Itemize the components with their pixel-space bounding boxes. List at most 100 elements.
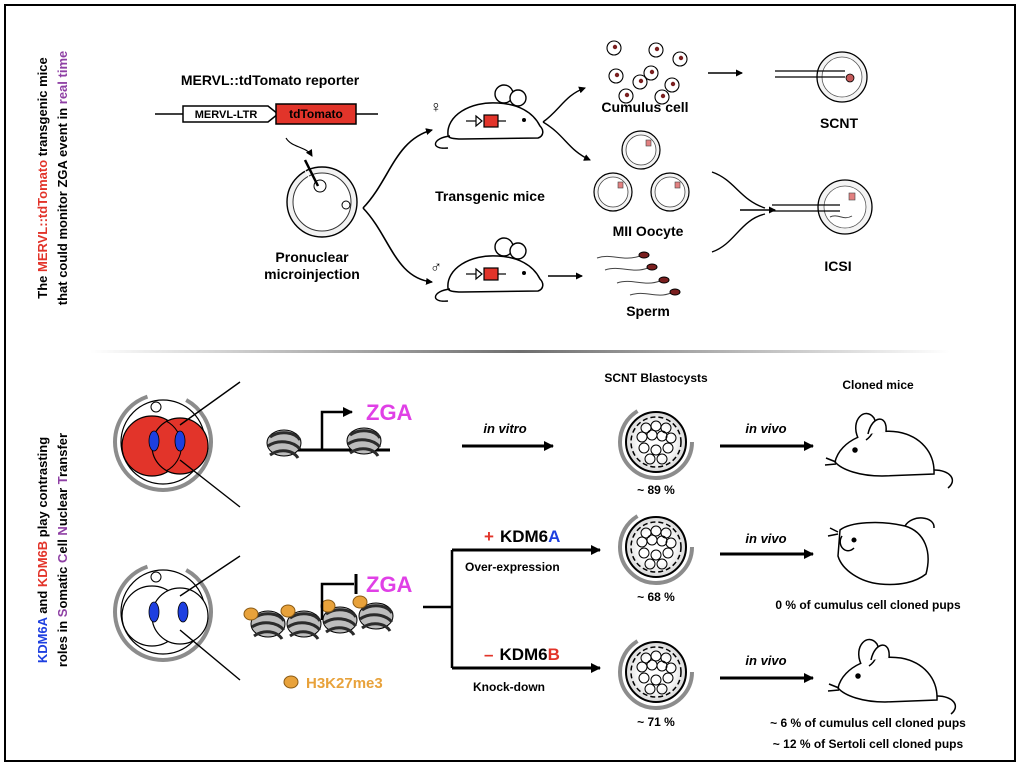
scnt-blastocysts-title: SCNT Blastocysts	[604, 371, 708, 385]
zoom-line	[179, 629, 241, 681]
blastocyst	[618, 634, 694, 710]
sperm-cells	[596, 251, 681, 296]
nucleosome	[346, 427, 382, 457]
female-transgenic-mouse	[434, 84, 544, 149]
cumulus-nuclei	[612, 44, 684, 99]
in-vivo-label-1: in vivo	[745, 421, 786, 436]
side-title-part: The	[35, 272, 50, 299]
two-cell-embryo-inactive	[113, 562, 213, 662]
side-title-part: and	[35, 587, 50, 617]
side-title-letter: C	[55, 553, 70, 563]
tdtomato-box	[275, 103, 357, 125]
repression-symbol	[320, 582, 354, 620]
arrow-to-oocyte	[542, 121, 591, 161]
pronuclear-label-2: microinjection	[264, 266, 360, 282]
ltr-label: MERVL-LTR	[195, 109, 258, 121]
side-title-part: ransfer	[55, 433, 70, 477]
female-symbol: ♀	[430, 99, 442, 116]
bottom-side-title-line2: roles in Somatic Cell Nuclear Transfer	[55, 433, 70, 667]
kdm6a-treatment: + KDM6A	[484, 527, 560, 546]
zygote	[286, 159, 358, 238]
knock-down-label: Knock-down	[473, 680, 545, 694]
cloned-mouse	[827, 638, 957, 715]
blastocyst	[618, 509, 694, 585]
two-cell-embryo-active	[113, 392, 213, 492]
in-vivo-label-2: in vivo	[745, 531, 786, 546]
side-title-part: that could monitor ZGA event in	[55, 104, 70, 305]
side-title-kdm6b: KDM6B	[35, 541, 50, 587]
h3k27me3-mark	[243, 595, 368, 621]
kdm6a-prefix: KDM6	[500, 527, 548, 546]
pronuclear-label-1: Pronuclear	[275, 249, 349, 265]
top-panel: The MERVL::tdTomato transgenic mice that…	[35, 40, 873, 319]
zga-active-label: ZGA	[366, 400, 413, 425]
arrow-oocyte-to-icsi	[711, 171, 766, 209]
result-b2: ~ 12 % of Sertoli cell cloned pups	[773, 737, 964, 751]
zoom-line	[179, 381, 241, 426]
side-title-part: uclear	[55, 484, 70, 526]
pct-89: ~ 89 %	[637, 483, 675, 497]
section-separator	[90, 350, 950, 353]
tdtomato-label: tdTomato	[289, 107, 343, 121]
plus-sign: +	[484, 527, 494, 546]
sperm-label: Sperm	[626, 303, 670, 319]
zoom-line	[179, 555, 241, 597]
cumulus-cells	[606, 40, 688, 105]
in-vitro-label: in vitro	[483, 421, 526, 436]
top-side-title-line2: that could monitor ZGA event in real tim…	[55, 51, 70, 306]
icsi-egg	[772, 179, 873, 235]
blastocyst	[618, 404, 694, 480]
nucleosome	[266, 429, 302, 459]
h3k27me3-legend-dot	[283, 675, 299, 689]
mii-oocytes	[593, 130, 690, 212]
arrow-to-cumulus	[542, 86, 586, 123]
cumulus-cell-label: Cumulus cell	[601, 99, 688, 115]
over-expression-label: Over-expression	[465, 560, 560, 574]
pct-71: ~ 71 %	[637, 715, 675, 729]
top-side-title-line1: The MERVL::tdTomato transgenic mice	[35, 57, 50, 299]
arrow-sperm-to-icsi	[711, 213, 766, 253]
side-title-part: play contrasting	[35, 437, 50, 541]
side-title-letter: S	[55, 608, 70, 617]
side-title-part: ell	[55, 536, 70, 554]
side-title-letter: T	[55, 476, 70, 484]
active-chromatin	[266, 407, 390, 459]
nucleosome	[322, 606, 358, 636]
scnt-egg	[775, 51, 868, 103]
side-title-part: roles in	[55, 617, 70, 667]
bottom-side-title-line1: KDM6A and KDM6B play contrasting	[35, 437, 50, 663]
branch-arrow-down	[362, 207, 433, 285]
male-transgenic-mouse	[434, 237, 544, 302]
side-title-letter: N	[55, 526, 70, 535]
transcription-arrow	[320, 407, 353, 450]
figure-frame	[4, 4, 1016, 762]
mii-oocyte-label: MII Oocyte	[613, 223, 684, 239]
h3k27me3-label: H3K27me3	[306, 675, 383, 692]
kdm6b-prefix: KDM6	[499, 645, 547, 664]
cloned-mouse	[824, 412, 954, 489]
nucleosome	[286, 610, 322, 640]
in-vivo-label-3: in vivo	[745, 653, 786, 668]
branch-arrow-up	[362, 128, 433, 209]
side-title-part: omatic	[55, 563, 70, 609]
repressed-chromatin	[243, 574, 394, 640]
kdm6a-suffix: A	[548, 527, 560, 546]
male-symbol: ♂	[430, 259, 442, 276]
cloned-mouse-failed	[827, 517, 935, 586]
ltr-box	[182, 105, 280, 123]
minus-sign: –	[484, 645, 493, 664]
scnt-label: SCNT	[820, 115, 859, 131]
kdm6b-suffix: B	[548, 645, 560, 664]
icsi-label: ICSI	[824, 258, 851, 274]
kdm6b-treatment: –KDM6B	[484, 645, 560, 664]
result-a: 0 % of cumulus cell cloned pups	[775, 598, 961, 612]
pct-68: ~ 68 %	[637, 590, 675, 604]
bottom-panel: KDM6A and KDM6B play contrasting roles i…	[35, 371, 966, 751]
reporter-title: MERVL::tdTomato reporter	[181, 72, 360, 88]
side-title-realtime: real time	[55, 51, 70, 104]
nucleosome	[358, 602, 394, 632]
result-b1: ~ 6 % of cumulus cell cloned pups	[770, 716, 966, 730]
zga-repressed-label: ZGA	[366, 572, 413, 597]
injection-curve	[285, 137, 313, 157]
